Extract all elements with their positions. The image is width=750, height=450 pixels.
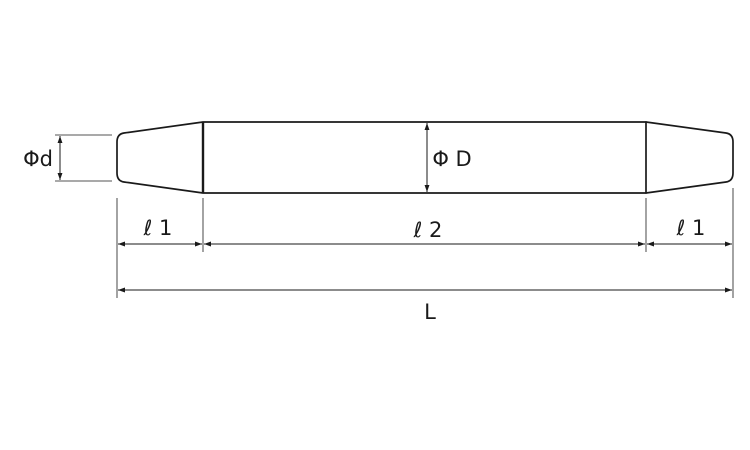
dimension-labels: Φd Φ D ℓ 1 ℓ 2 ℓ 1 L	[23, 147, 705, 324]
extension-lines	[55, 134, 734, 298]
label-overall-length: L	[424, 300, 436, 324]
label-l1-left: ℓ 1	[143, 216, 173, 240]
label-small-diameter: Φd	[23, 147, 53, 171]
sleeve-part	[116, 121, 734, 194]
label-l1-right: ℓ 1	[676, 216, 706, 240]
label-large-diameter: Φ D	[432, 147, 471, 171]
label-l2: ℓ 2	[413, 218, 443, 242]
sleeve-outline	[116, 121, 734, 194]
dimension-lines	[57, 123, 732, 293]
